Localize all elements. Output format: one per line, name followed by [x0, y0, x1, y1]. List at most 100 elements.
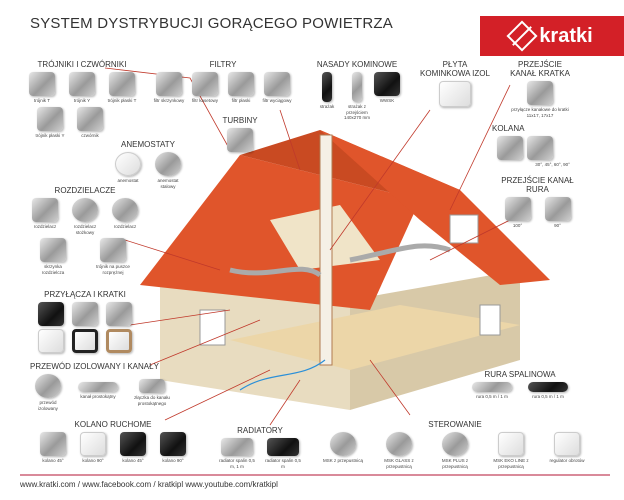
- duct-grille-connector-icon: [527, 81, 553, 105]
- product-item[interactable]: MSK PLUS z przepustnicą: [434, 432, 476, 469]
- product-item[interactable]: MSK GLASS z przepustnicą: [378, 432, 420, 469]
- product-item[interactable]: filtr płaski: [223, 72, 259, 104]
- leader-line: [279, 109, 301, 171]
- y-tee-icon: [69, 72, 95, 96]
- product-item[interactable]: kolano 90°: [155, 432, 191, 464]
- distributor-icon: [32, 198, 58, 222]
- diffuser-icon: [115, 152, 141, 176]
- product-item[interactable]: anemostat stalowy: [150, 152, 186, 189]
- product-item[interactable]: trójnik płaski T: [104, 72, 140, 104]
- product-item[interactable]: filtr kasetowy: [187, 72, 223, 104]
- flat-filter-icon: [228, 72, 254, 96]
- wire: [239, 359, 326, 391]
- product-item[interactable]: kolano 45°: [115, 432, 151, 464]
- leader-line: [449, 84, 511, 211]
- adjustable-elbow-icon: [160, 432, 186, 456]
- leader-line: [104, 67, 231, 151]
- chimney-cap-icon: [322, 72, 332, 102]
- section-przylacza: PRZYŁĄCZA I KRATKI: [30, 290, 140, 353]
- product-item[interactable]: radiator spalin 0,5 m: [263, 438, 303, 469]
- product-item[interactable]: przyłącze kanałowe do kratki 11x17, 17x1…: [505, 81, 575, 118]
- product-item[interactable]: 100°: [500, 197, 536, 229]
- grille-icon[interactable]: [106, 329, 132, 353]
- grille-icon[interactable]: [72, 329, 98, 353]
- elbow-icon[interactable]: [497, 136, 523, 160]
- product-item[interactable]: MSK z przepustnicą: [322, 432, 364, 464]
- product-item[interactable]: trójnik T: [24, 72, 60, 104]
- section-title: RURA SPALINOWA: [484, 370, 556, 379]
- product-label: rozdzielacz stożkowy: [73, 224, 97, 235]
- product-label: MSK PLUS z przepustnicą: [441, 458, 469, 469]
- elbow-icon[interactable]: [527, 136, 553, 160]
- insulation-board-icon[interactable]: [439, 81, 471, 107]
- logo-text: kratki: [539, 24, 593, 47]
- speed-regulator-icon: [554, 432, 580, 456]
- box-filter-icon: [156, 72, 182, 96]
- product-item[interactable]: WWSK: [372, 72, 402, 104]
- flue-pipe-icon: [528, 382, 568, 392]
- product-label: rura 0,5 m / 1 m: [532, 394, 564, 399]
- controller-damper-icon: [330, 432, 356, 456]
- connector-icon[interactable]: [38, 302, 64, 326]
- section-rura: RURA SPALINOWA rura 0,5 m / 1 m rura 0,5…: [465, 370, 575, 400]
- product-item[interactable]: kolano 90°: [75, 432, 111, 464]
- footer-links[interactable]: www.kratki.com / www.facebook.com / krat…: [20, 480, 278, 489]
- section-title: FILTRY: [209, 60, 237, 69]
- product-item[interactable]: rozdzielacz: [107, 198, 143, 230]
- product-item[interactable]: strażak: [312, 72, 342, 110]
- product-item[interactable]: trójnik Y: [64, 72, 100, 104]
- product-item[interactable]: złączka do kanału prostokątnego: [130, 374, 174, 406]
- leader-line: [429, 214, 521, 261]
- section-title: PRZYŁĄCZA I KRATKI: [44, 290, 126, 299]
- plenum-tee-icon: [100, 238, 126, 262]
- turbine-icon[interactable]: [227, 128, 253, 152]
- section-title: TRÓJNIKI I CZWÓRNIKI: [37, 60, 127, 69]
- section-przejscie-kratka: PRZEJŚCIE KANAŁ KRATKA przyłącze kanałow…: [505, 60, 575, 118]
- house-floor: [230, 305, 520, 370]
- product-label: przewód izolowany: [38, 400, 58, 411]
- grille-icon[interactable]: [38, 329, 64, 353]
- product-item[interactable]: rura 0,5 m / 1 m: [468, 382, 516, 400]
- controller-damper-icon: [442, 432, 468, 456]
- leader-line: [149, 319, 261, 366]
- product-label: rura 0,5 m / 1 m: [476, 394, 508, 399]
- section-nasady: NASADY KOMINOWE strażak strażak z przejś…: [312, 60, 402, 121]
- product-item[interactable]: przewód izolowany: [30, 374, 66, 411]
- section-title: STEROWANIE: [428, 420, 482, 429]
- duct-pipe-adapter-icon: [504, 197, 531, 221]
- product-label: trójnik płaski T: [107, 98, 137, 103]
- product-item[interactable]: kanał prostokątny: [76, 374, 120, 400]
- product-item[interactable]: radiator spalin 0,5 m, 1 m: [217, 438, 257, 469]
- product-label: MSK EKO LINE z przepustnicą: [493, 458, 529, 469]
- product-item[interactable]: kolano 45°: [35, 432, 71, 464]
- product-label: przyłącze kanałowe do kratki 11x17, 17x1…: [511, 107, 569, 118]
- product-item[interactable]: regulator obrotów: [546, 432, 588, 464]
- product-item[interactable]: 90°: [540, 197, 576, 229]
- section-filtry: FILTRY filtr skrzynkowy filtr kasetowy f…: [148, 60, 298, 104]
- product-label: kolano 90°: [82, 458, 104, 463]
- house-illustration: [140, 130, 550, 410]
- product-item[interactable]: rozdzielacz stożkowy: [67, 198, 103, 235]
- connector-icon[interactable]: [106, 302, 132, 326]
- section-anemostaty: ANEMOSTATY anemostat anemostat stalowy: [108, 140, 188, 189]
- product-item[interactable]: anemostat: [110, 152, 146, 184]
- product-item[interactable]: filtr wyciągowy: [259, 72, 295, 104]
- product-item[interactable]: filtr skrzynkowy: [151, 72, 187, 104]
- product-item[interactable]: rura 0,5 m / 1 m: [524, 382, 572, 400]
- product-label: MSK z przepustnicą: [322, 458, 364, 463]
- product-item[interactable]: trójnik płaski Y: [32, 106, 68, 139]
- product-item[interactable]: MSK EKO LINE z przepustnicą: [490, 432, 532, 469]
- product-item[interactable]: skrzynka rozdzielcza: [35, 238, 71, 275]
- product-label: regulator obrotów: [549, 458, 585, 463]
- adjustable-elbow-icon: [120, 432, 146, 456]
- product-label: filtr płaski: [231, 98, 251, 103]
- product-item[interactable]: rozdzielacz: [27, 198, 63, 230]
- product-item[interactable]: trójnik na puszce rozprężnej: [91, 238, 135, 275]
- rectangular-duct-icon: [78, 382, 118, 392]
- connector-icon[interactable]: [72, 302, 98, 326]
- controller-damper-icon: [386, 432, 412, 456]
- product-item[interactable]: strażak z przejściem 140x270 mm: [342, 72, 372, 121]
- product-item[interactable]: czwórnik: [72, 106, 108, 139]
- product-label: MSK GLASS z przepustnicą: [384, 458, 414, 469]
- product-label: 100°: [512, 223, 523, 228]
